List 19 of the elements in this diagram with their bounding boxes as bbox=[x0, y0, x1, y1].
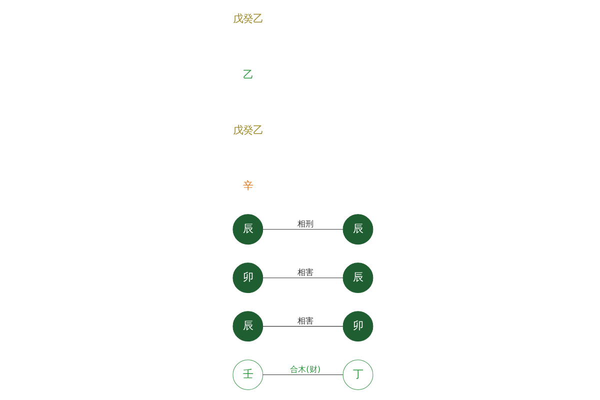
edge-label: 相刑 bbox=[296, 218, 313, 229]
label: 辛 bbox=[242, 180, 252, 192]
node-circle: 卯 bbox=[342, 311, 373, 342]
node-circle: 丁 bbox=[342, 360, 373, 390]
connector bbox=[262, 229, 343, 230]
node-circle: 辰 bbox=[342, 214, 373, 245]
node-circle: 卯 bbox=[232, 262, 263, 294]
edge-label: 合木(财) bbox=[290, 364, 320, 374]
connector bbox=[262, 374, 343, 376]
label: 戊癸乙 bbox=[232, 124, 262, 136]
edge-label: 相害 bbox=[296, 316, 313, 326]
label: 戊癸乙 bbox=[232, 13, 262, 26]
label: 乙 bbox=[242, 68, 252, 81]
connector bbox=[262, 326, 343, 327]
node-circle: 辰 bbox=[232, 214, 263, 245]
node-circle: 辰 bbox=[342, 262, 373, 294]
edge-label: 相害 bbox=[296, 267, 313, 278]
node-circle: 辰 bbox=[232, 311, 263, 342]
node-circle: 壬 bbox=[232, 360, 263, 390]
